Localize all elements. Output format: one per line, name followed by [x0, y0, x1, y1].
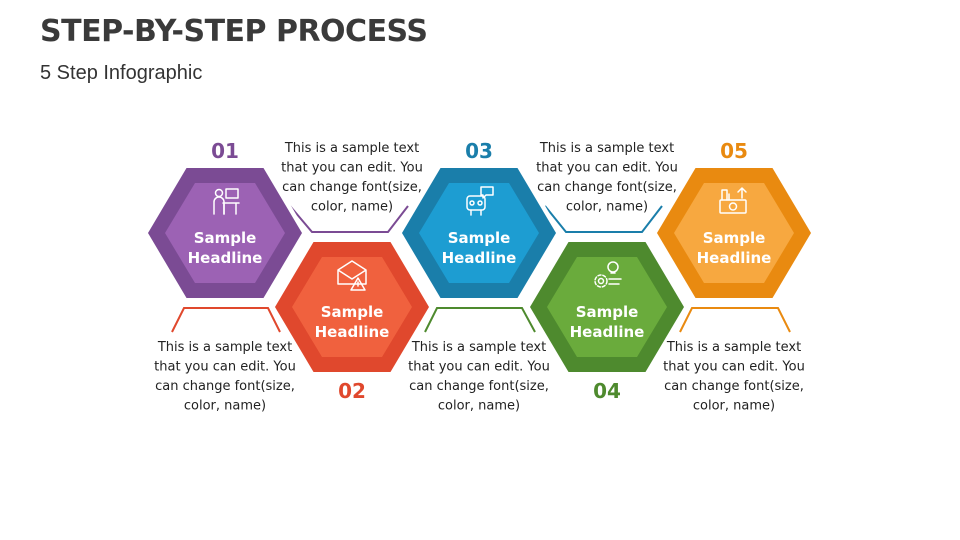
- step-description: that you can edit. You: [663, 360, 805, 375]
- connector-line: [289, 205, 409, 233]
- step-headline: Sample: [194, 229, 257, 247]
- step-headline: Sample: [576, 303, 639, 321]
- step-headline: Headline: [570, 323, 645, 341]
- step-headline: Sample: [448, 229, 511, 247]
- step-description: can change font(size,: [155, 379, 295, 394]
- step-number: 05: [720, 139, 748, 163]
- mail-warning-icon: [337, 260, 367, 291]
- step-description: This is a sample text: [539, 141, 674, 156]
- step-headline: Sample: [321, 303, 384, 321]
- connector-line: [679, 307, 791, 333]
- page-title: STEP-BY-STEP PROCESS: [40, 14, 428, 49]
- step-description: can change font(size,: [537, 180, 677, 195]
- step-headline: Headline: [315, 323, 390, 341]
- connector-line: [171, 307, 281, 333]
- step-headline: Headline: [697, 249, 772, 267]
- money-growth-icon: [719, 187, 747, 214]
- step-description: This is a sample text: [666, 340, 801, 355]
- step-description: color, name): [566, 200, 648, 215]
- hexagon-inner: [674, 183, 794, 283]
- step-number: 03: [465, 139, 493, 163]
- step-description: color, name): [693, 399, 775, 414]
- step-description: that you can edit. You: [408, 360, 550, 375]
- office-worker-desk-icon: [213, 188, 240, 215]
- step-description: color, name): [311, 200, 393, 215]
- step-headline: Sample: [703, 229, 766, 247]
- step-description: color, name): [184, 399, 266, 414]
- step-number: 04: [593, 379, 621, 403]
- connector-line: [424, 307, 536, 333]
- connector-line: [544, 205, 663, 233]
- hexagon-inner: [547, 257, 667, 357]
- robot-chat-icon: [466, 186, 494, 216]
- step-description: color, name): [438, 399, 520, 414]
- step-description: that you can edit. You: [154, 360, 296, 375]
- step-description: This is a sample text: [284, 141, 419, 156]
- hexagon-inner: [419, 183, 539, 283]
- step-description: that you can edit. You: [536, 161, 678, 176]
- step-description: that you can edit. You: [281, 161, 423, 176]
- step-description: can change font(size,: [664, 379, 804, 394]
- step-description: can change font(size,: [409, 379, 549, 394]
- hexagon-inner: [292, 257, 412, 357]
- step-headline: Headline: [442, 249, 517, 267]
- step-description: This is a sample text: [157, 340, 292, 355]
- step-number: 01: [211, 139, 239, 163]
- step-headline: Headline: [188, 249, 263, 267]
- page-subtitle: 5 Step Infographic: [40, 62, 203, 84]
- step-number: 02: [338, 379, 366, 403]
- step-description: This is a sample text: [411, 340, 546, 355]
- idea-gear-icon: [594, 261, 622, 288]
- hexagon-inner: [165, 183, 285, 283]
- step-description: can change font(size,: [282, 180, 422, 195]
